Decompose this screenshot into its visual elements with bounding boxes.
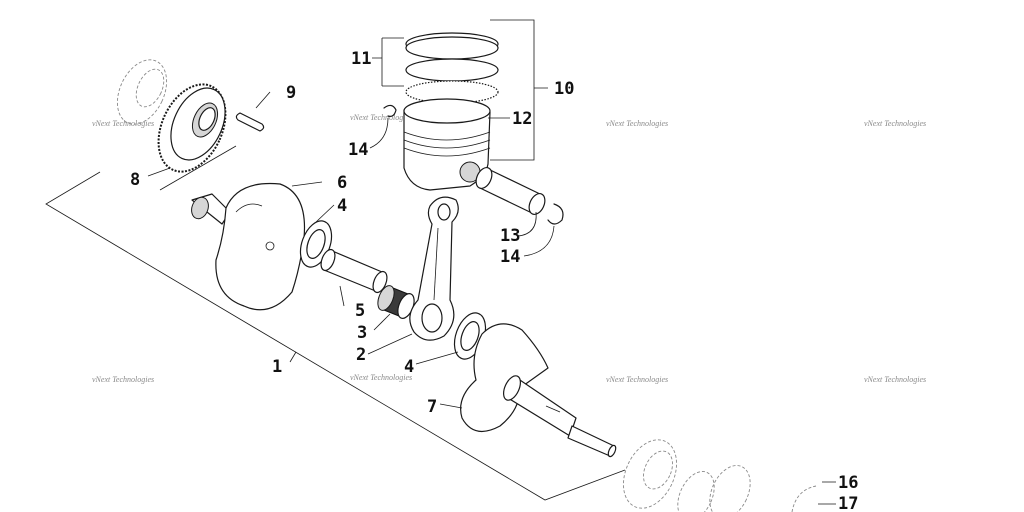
watermark: vNext Technologies bbox=[92, 375, 154, 384]
callout-14-top: 14 bbox=[348, 140, 368, 160]
watermark: vNext Technologies bbox=[864, 375, 926, 384]
watermark: vNext Technologies bbox=[606, 119, 668, 128]
ghost-bearing-left bbox=[116, 59, 168, 125]
callout-10: 10 bbox=[554, 79, 574, 99]
callout-8: 8 bbox=[130, 170, 140, 190]
circlip-left bbox=[383, 104, 397, 117]
watermark: vNext Technologies bbox=[350, 373, 412, 382]
watermark: vNext Technologies bbox=[864, 119, 926, 128]
crank-pin bbox=[320, 248, 388, 294]
leader-lines bbox=[147, 19, 836, 505]
dowel-pin bbox=[235, 112, 265, 132]
watermark: vNext Technologies bbox=[92, 119, 154, 128]
wrist-pin bbox=[475, 167, 546, 215]
callout-4-right: 4 bbox=[404, 357, 414, 377]
callout-7: 7 bbox=[427, 397, 437, 417]
connecting-rod bbox=[409, 196, 459, 341]
callout-2: 2 bbox=[356, 345, 366, 365]
callout-14-bottom: 14 bbox=[500, 247, 520, 267]
left-crank-half bbox=[191, 182, 306, 311]
callout-1: 1 bbox=[272, 357, 282, 377]
watermark: vNext Technologies bbox=[350, 113, 412, 122]
circlip-right bbox=[547, 203, 564, 225]
callouts: 1 2 3 4 4 5 6 7 8 9 10 11 12 13 14 14 16… bbox=[130, 49, 858, 512]
watermark: vNext Technologies bbox=[606, 375, 668, 384]
callout-11: 11 bbox=[351, 49, 371, 69]
piston bbox=[403, 98, 491, 191]
callout-5: 5 bbox=[355, 301, 365, 321]
callout-6: 6 bbox=[337, 173, 347, 193]
callout-16: 16 bbox=[838, 473, 858, 493]
callout-3: 3 bbox=[357, 323, 367, 343]
needle-bearing bbox=[377, 285, 415, 319]
callout-4-left: 4 bbox=[337, 196, 347, 216]
right-crank-half bbox=[460, 323, 617, 458]
callout-17: 17 bbox=[838, 494, 858, 512]
timing-gear bbox=[157, 83, 227, 173]
gear-bracket bbox=[159, 145, 237, 191]
callout-13: 13 bbox=[500, 226, 520, 246]
callout-12: 12 bbox=[512, 109, 532, 129]
callout-9: 9 bbox=[286, 83, 296, 103]
piston-rings bbox=[405, 32, 499, 104]
assembly-bracket bbox=[45, 171, 626, 501]
ghost-bearing-right bbox=[623, 439, 817, 512]
watermarks: vNext Technologies vNext Technologies vN… bbox=[92, 113, 926, 384]
